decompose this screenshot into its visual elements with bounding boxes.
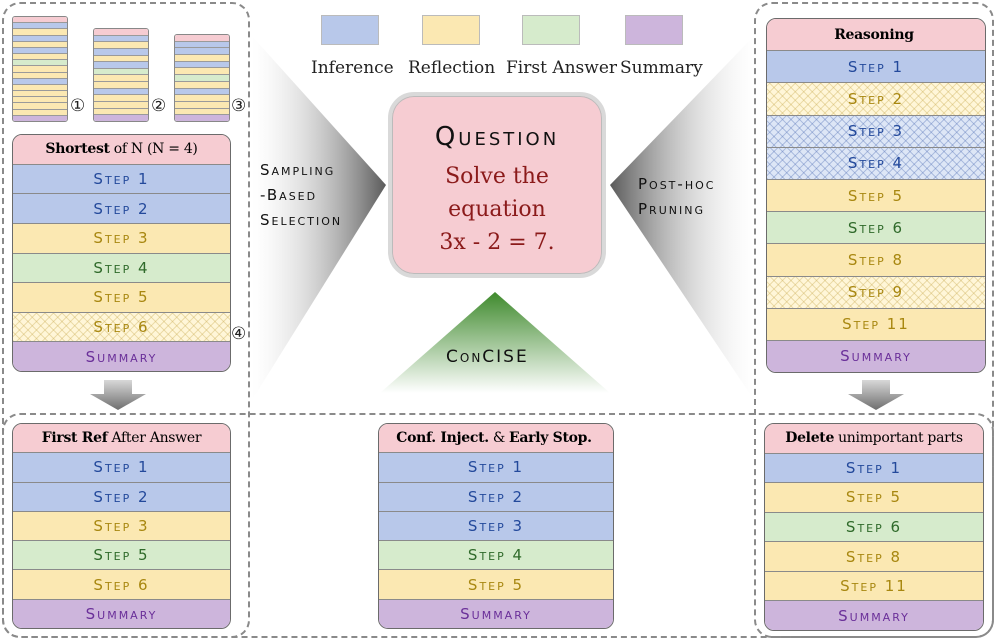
reasoning-step: Step 2 — [767, 82, 985, 115]
shortest-stack: Shortest of N (N = 4) Step 1 Step 2 Step… — [12, 134, 231, 372]
reasoning-stack: Reasoning Step 1 Step 2 Step 3 Step 4 St… — [766, 18, 986, 373]
conf-inject-title-bold: Conf. Inject. — [396, 430, 489, 447]
question-line: Solve the — [445, 164, 549, 189]
delete-parts-stack: Delete unimportant parts Step 1 Step 5 S… — [764, 423, 984, 631]
reasoning-step: Step 6 — [767, 211, 985, 244]
sample-stack-3 — [174, 34, 230, 122]
reasoning-step: Step 1 — [767, 50, 985, 83]
conf-inject-stack: Conf. Inject. & Early Stop. Step 1 Step … — [378, 423, 614, 629]
first-ref-summary: Summary — [13, 598, 230, 628]
concise-label: ConCISE — [446, 347, 529, 367]
question-line: 3x - 2 = 7. — [439, 230, 555, 255]
sampling-label-line: Sampling — [260, 161, 336, 179]
first-ref-title-rest: After Answer — [111, 430, 202, 447]
sample-stack-2 — [93, 28, 149, 122]
shortest-title-bold: Shortest — [45, 141, 110, 158]
shortest-step: Step 1 — [13, 163, 230, 194]
reasoning-step: Step 9 — [767, 275, 985, 308]
posthoc-label: Post-hoc Pruning — [638, 172, 715, 222]
sample-marker-2: ② — [151, 96, 167, 116]
legend-swatch-reflection — [422, 15, 480, 45]
bottom-region — [2, 413, 994, 638]
first-ref-title-bold: First Ref — [41, 430, 108, 447]
delete-parts-step: Step 6 — [765, 511, 983, 542]
legend-label-summary: Summary — [620, 58, 703, 78]
sample-marker-1: ① — [70, 96, 86, 116]
reasoning-step: Step 3 — [767, 114, 985, 147]
sampling-label: Sampling -Based Selection — [260, 158, 342, 233]
legend-label-inference: Inference — [311, 58, 394, 78]
conf-inject-header: Conf. Inject. & Early Stop. — [379, 424, 613, 453]
conf-inject-step: Step 1 — [379, 452, 613, 482]
posthoc-label-line: Post-hoc — [638, 175, 716, 193]
sample-marker-4: ④ — [231, 324, 247, 344]
sampling-label-line: -Based — [260, 186, 318, 204]
question-text: Solve the equation 3x - 2 = 7. — [392, 160, 602, 259]
delete-parts-title-bold: Delete — [785, 430, 835, 447]
delete-parts-step: Step 5 — [765, 482, 983, 512]
delete-parts-summary: Summary — [765, 600, 983, 630]
delete-parts-step: Step 1 — [765, 452, 983, 483]
conf-inject-title-bold2: Early Stop. — [509, 430, 592, 447]
legend-swatch-first-answer — [522, 15, 580, 45]
sample-marker-3: ③ — [231, 96, 247, 116]
legend-swatch-summary — [625, 15, 683, 45]
legend-swatch-inference — [321, 15, 379, 45]
conf-inject-step: Step 2 — [379, 481, 613, 511]
sample-stack-1 — [12, 16, 68, 122]
reasoning-step: Step 5 — [767, 178, 985, 212]
delete-parts-step: Step 11 — [765, 570, 983, 601]
reasoning-title-bold: Reasoning — [834, 26, 914, 43]
shortest-step: Step 4 — [13, 252, 230, 283]
shortest-step: Step 3 — [13, 222, 230, 253]
reasoning-step: Step 11 — [767, 307, 985, 340]
conf-inject-step: Step 5 — [379, 569, 613, 599]
reasoning-summary: Summary — [767, 339, 985, 372]
reasoning-step: Step 8 — [767, 243, 985, 276]
legend-label-reflection: Reflection — [408, 58, 496, 78]
shortest-header: Shortest of N (N = 4) — [13, 135, 230, 164]
shortest-step: Step 6 — [13, 311, 230, 342]
first-ref-step: Step 2 — [13, 481, 230, 511]
first-ref-step: Step 6 — [13, 569, 230, 599]
sampling-label-line: Selection — [260, 211, 343, 229]
concise-wedge — [380, 292, 610, 393]
right-wedge — [610, 36, 754, 400]
first-ref-header: First Ref After Answer — [13, 424, 230, 453]
down-arrow-right — [848, 380, 904, 410]
first-ref-step: Step 3 — [13, 510, 230, 541]
posthoc-label-line: Pruning — [638, 200, 705, 218]
shortest-title-rest: of N (N = 4) — [113, 141, 198, 158]
reasoning-header: Reasoning — [767, 19, 985, 51]
question-line: equation — [448, 197, 546, 222]
legend-label-first-answer: First Answer — [506, 58, 618, 78]
reasoning-step: Step 4 — [767, 146, 985, 179]
delete-parts-header: Delete unimportant parts — [765, 424, 983, 453]
question-title: Question — [434, 122, 560, 152]
left-wedge — [252, 36, 386, 400]
delete-parts-title-rest: unimportant parts — [838, 430, 963, 447]
conf-inject-title-mid: & — [492, 430, 506, 447]
first-ref-step: Step 5 — [13, 540, 230, 570]
shortest-step: Step 2 — [13, 193, 230, 223]
delete-parts-step: Step 8 — [765, 541, 983, 571]
shortest-step: Step 5 — [13, 282, 230, 312]
conf-inject-step: Step 4 — [379, 540, 613, 570]
conf-inject-summary: Summary — [379, 598, 613, 628]
question-box: Question Solve the equation 3x - 2 = 7. — [388, 92, 606, 278]
conf-inject-step: Step 3 — [379, 510, 613, 541]
down-arrow-left — [90, 380, 146, 410]
first-ref-stack: First Ref After Answer Step 1 Step 2 Ste… — [12, 423, 231, 629]
first-ref-step: Step 1 — [13, 452, 230, 482]
shortest-summary: Summary — [13, 341, 230, 371]
